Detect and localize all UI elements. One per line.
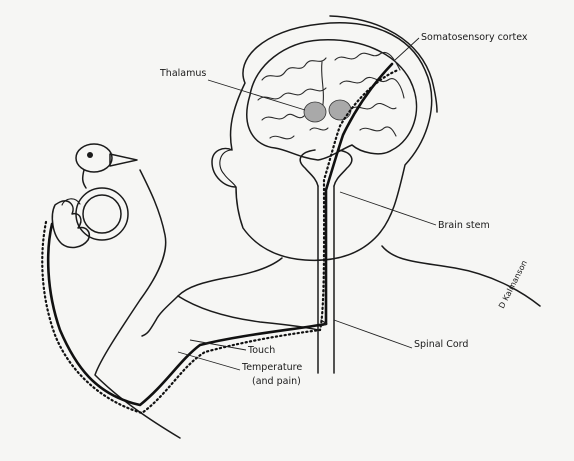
neck-left — [178, 258, 282, 296]
leader-spinal-cord — [334, 320, 412, 348]
label-temperature: Temperature — [242, 363, 302, 373]
duck-toy — [76, 144, 137, 240]
brain-folds — [258, 52, 404, 138]
temperature-pathway — [42, 70, 398, 413]
thalamus-left — [304, 102, 326, 122]
brain-stem — [300, 150, 352, 186]
arm-upper-outline — [142, 296, 178, 336]
label-touch: Touch — [248, 346, 275, 356]
label-somatosensory-cortex: Somatosensory cortex — [421, 33, 528, 43]
duck-ring-outer — [76, 188, 128, 240]
label-temperature-paren: (and pain) — [252, 377, 301, 387]
thalamus-right — [329, 100, 351, 120]
duck-neck — [83, 170, 86, 188]
head-outline — [212, 23, 432, 261]
label-spinal-cord: Spinal Cord — [414, 340, 468, 350]
arm-inner-outline — [178, 296, 318, 330]
duck-eye — [87, 152, 93, 158]
label-thalamus: Thalamus — [160, 69, 206, 79]
label-brain-stem: Brain stem — [438, 221, 490, 231]
duck-ring-inner — [83, 195, 121, 233]
leader-thalamus — [208, 80, 305, 110]
duck-head — [76, 144, 112, 172]
duck-beak — [110, 154, 137, 166]
